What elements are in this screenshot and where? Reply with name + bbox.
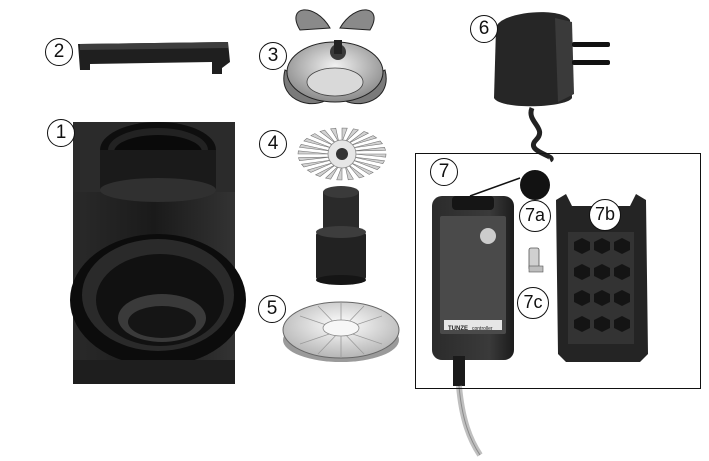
bracket-hole (594, 238, 610, 254)
impeller-blade (303, 138, 332, 149)
impeller-blade (319, 129, 337, 144)
callout-7a: 7a (519, 200, 551, 232)
impeller-blade (347, 164, 365, 179)
bracket-hole (594, 316, 610, 332)
controller-set-frame (415, 153, 701, 389)
callout-3: 3 (259, 42, 287, 70)
impeller-blade (324, 165, 340, 180)
bracket-hole (614, 316, 630, 332)
bracket-hole (614, 238, 630, 254)
callout-7: 7 (430, 158, 458, 186)
impeller-blade (300, 159, 332, 168)
impeller-blade (350, 162, 374, 175)
impeller (297, 127, 387, 285)
callout-2: 2 (45, 38, 73, 66)
lens-dome (282, 301, 400, 362)
pump-housing (70, 122, 246, 384)
magnet-disc (520, 170, 550, 200)
impeller-blade (336, 165, 343, 181)
bracket-hole (614, 264, 630, 280)
callout-4: 4 (259, 130, 287, 158)
impeller-blade (344, 128, 360, 143)
impeller-blade (347, 131, 370, 144)
callout-5: 5 (258, 295, 286, 323)
power-adapter (494, 12, 610, 163)
bracket-hole (574, 264, 590, 280)
impeller-blade (306, 162, 334, 173)
suction-mount (283, 9, 387, 105)
impeller-blade (341, 127, 348, 143)
impeller-blade (353, 146, 386, 152)
bracket-hole (574, 316, 590, 332)
callout-1: 1 (47, 119, 75, 147)
impeller-blade (310, 133, 334, 146)
bracket-hole (574, 238, 590, 254)
bracket-hole (574, 290, 590, 306)
impeller-blade (297, 150, 331, 155)
impeller-blade (353, 153, 387, 158)
controller-unit (432, 177, 521, 457)
cover-clip (78, 42, 230, 74)
impeller-blade (344, 165, 354, 181)
impeller-blade (352, 140, 384, 149)
impeller-blade (298, 156, 331, 162)
bracket-hole (594, 264, 610, 280)
impeller-blade (350, 135, 378, 146)
callout-6: 6 (470, 15, 498, 43)
impeller-blade (299, 143, 331, 152)
controller-brand: TUNZE (448, 326, 468, 332)
bracket-holder (556, 194, 648, 362)
callout-7b: 7b (589, 199, 621, 231)
controller-brand-sub: controller (472, 326, 493, 332)
bracket-hole (614, 290, 630, 306)
callout-7c: 7c (517, 287, 549, 319)
impeller-blade (314, 164, 337, 177)
impeller-blade (330, 127, 340, 143)
impeller-blade (353, 156, 385, 165)
small-key (528, 247, 544, 273)
impeller-blade (352, 159, 381, 170)
bracket-hole (594, 290, 610, 306)
